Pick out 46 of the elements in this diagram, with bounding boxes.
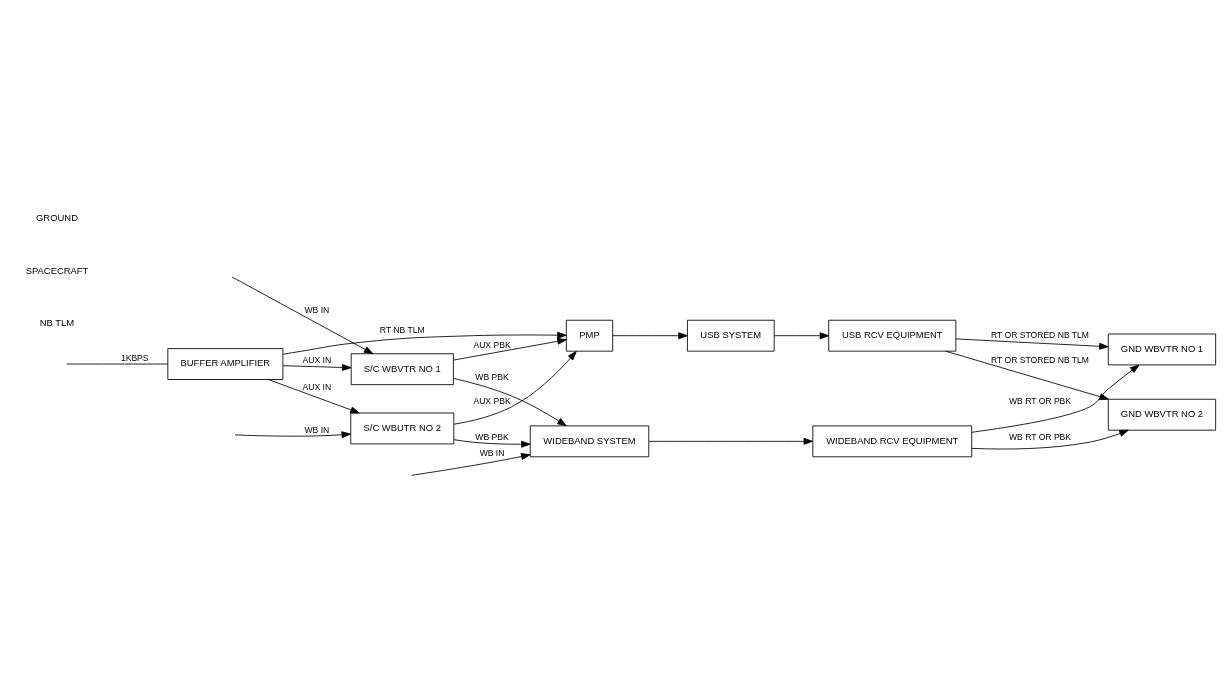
edge-label: WB RT OR PBK bbox=[1008, 431, 1072, 442]
arrow bbox=[282, 331, 567, 355]
edge-label: WB PBK bbox=[475, 371, 509, 382]
arrow bbox=[452, 377, 567, 426]
node-box: WIDEBAND RCV EQUIPMENT bbox=[812, 424, 973, 457]
label: NB TLM bbox=[39, 316, 75, 328]
arrow bbox=[453, 350, 577, 425]
node-box: S/C WBVTR NO 1 bbox=[350, 352, 454, 385]
edge-label: WB RT OR PBK bbox=[1008, 395, 1072, 406]
arrow bbox=[231, 276, 374, 354]
arrow bbox=[945, 350, 1110, 400]
node-box: WIDEBAND SYSTEM bbox=[529, 424, 650, 457]
arrow bbox=[648, 437, 813, 445]
edge-label: WB IN bbox=[304, 424, 330, 435]
node-box: GND WBVTR NO 2 bbox=[1107, 398, 1217, 431]
edge-label: AUX IN bbox=[302, 354, 332, 365]
arrow bbox=[774, 331, 830, 339]
node-box: USB RCV EQUIPMENT bbox=[828, 319, 957, 352]
arrow bbox=[612, 331, 688, 339]
arrow bbox=[971, 364, 1140, 433]
node-box: USB SYSTEM bbox=[687, 319, 775, 352]
node-box: BUFFER AMPLIFIER bbox=[167, 347, 284, 380]
arrow bbox=[453, 438, 531, 448]
arrow bbox=[282, 363, 352, 371]
node-box: PMP bbox=[565, 319, 614, 352]
arrow bbox=[411, 452, 531, 476]
edge-label: RT NB TLM bbox=[379, 324, 425, 335]
arrow bbox=[955, 338, 1109, 350]
edge-label: WB IN bbox=[479, 447, 505, 458]
edge-label: WB PBK bbox=[475, 431, 509, 442]
edge-label: AUX IN bbox=[302, 381, 332, 392]
edge-label: RT OR STORED NB TLM bbox=[990, 329, 1090, 340]
connector bbox=[66, 363, 169, 364]
edge-label: 1KBPS bbox=[120, 352, 149, 363]
label: SPACECRAFT bbox=[25, 264, 89, 276]
node-box: S/C WBUTR NO 2 bbox=[350, 412, 455, 444]
arrow bbox=[453, 337, 567, 360]
edge-label: RT OR STORED NB TLM bbox=[990, 354, 1090, 365]
arrow bbox=[234, 430, 351, 438]
label: GROUND bbox=[36, 211, 78, 223]
arrow bbox=[971, 429, 1129, 449]
edge-label: AUX PBK bbox=[473, 395, 511, 406]
edge-label: AUX PBK bbox=[473, 339, 511, 350]
edge-label: WB IN bbox=[304, 304, 330, 315]
arrow bbox=[268, 378, 360, 413]
node-box: GND WBVTR NO 1 bbox=[1107, 333, 1217, 365]
